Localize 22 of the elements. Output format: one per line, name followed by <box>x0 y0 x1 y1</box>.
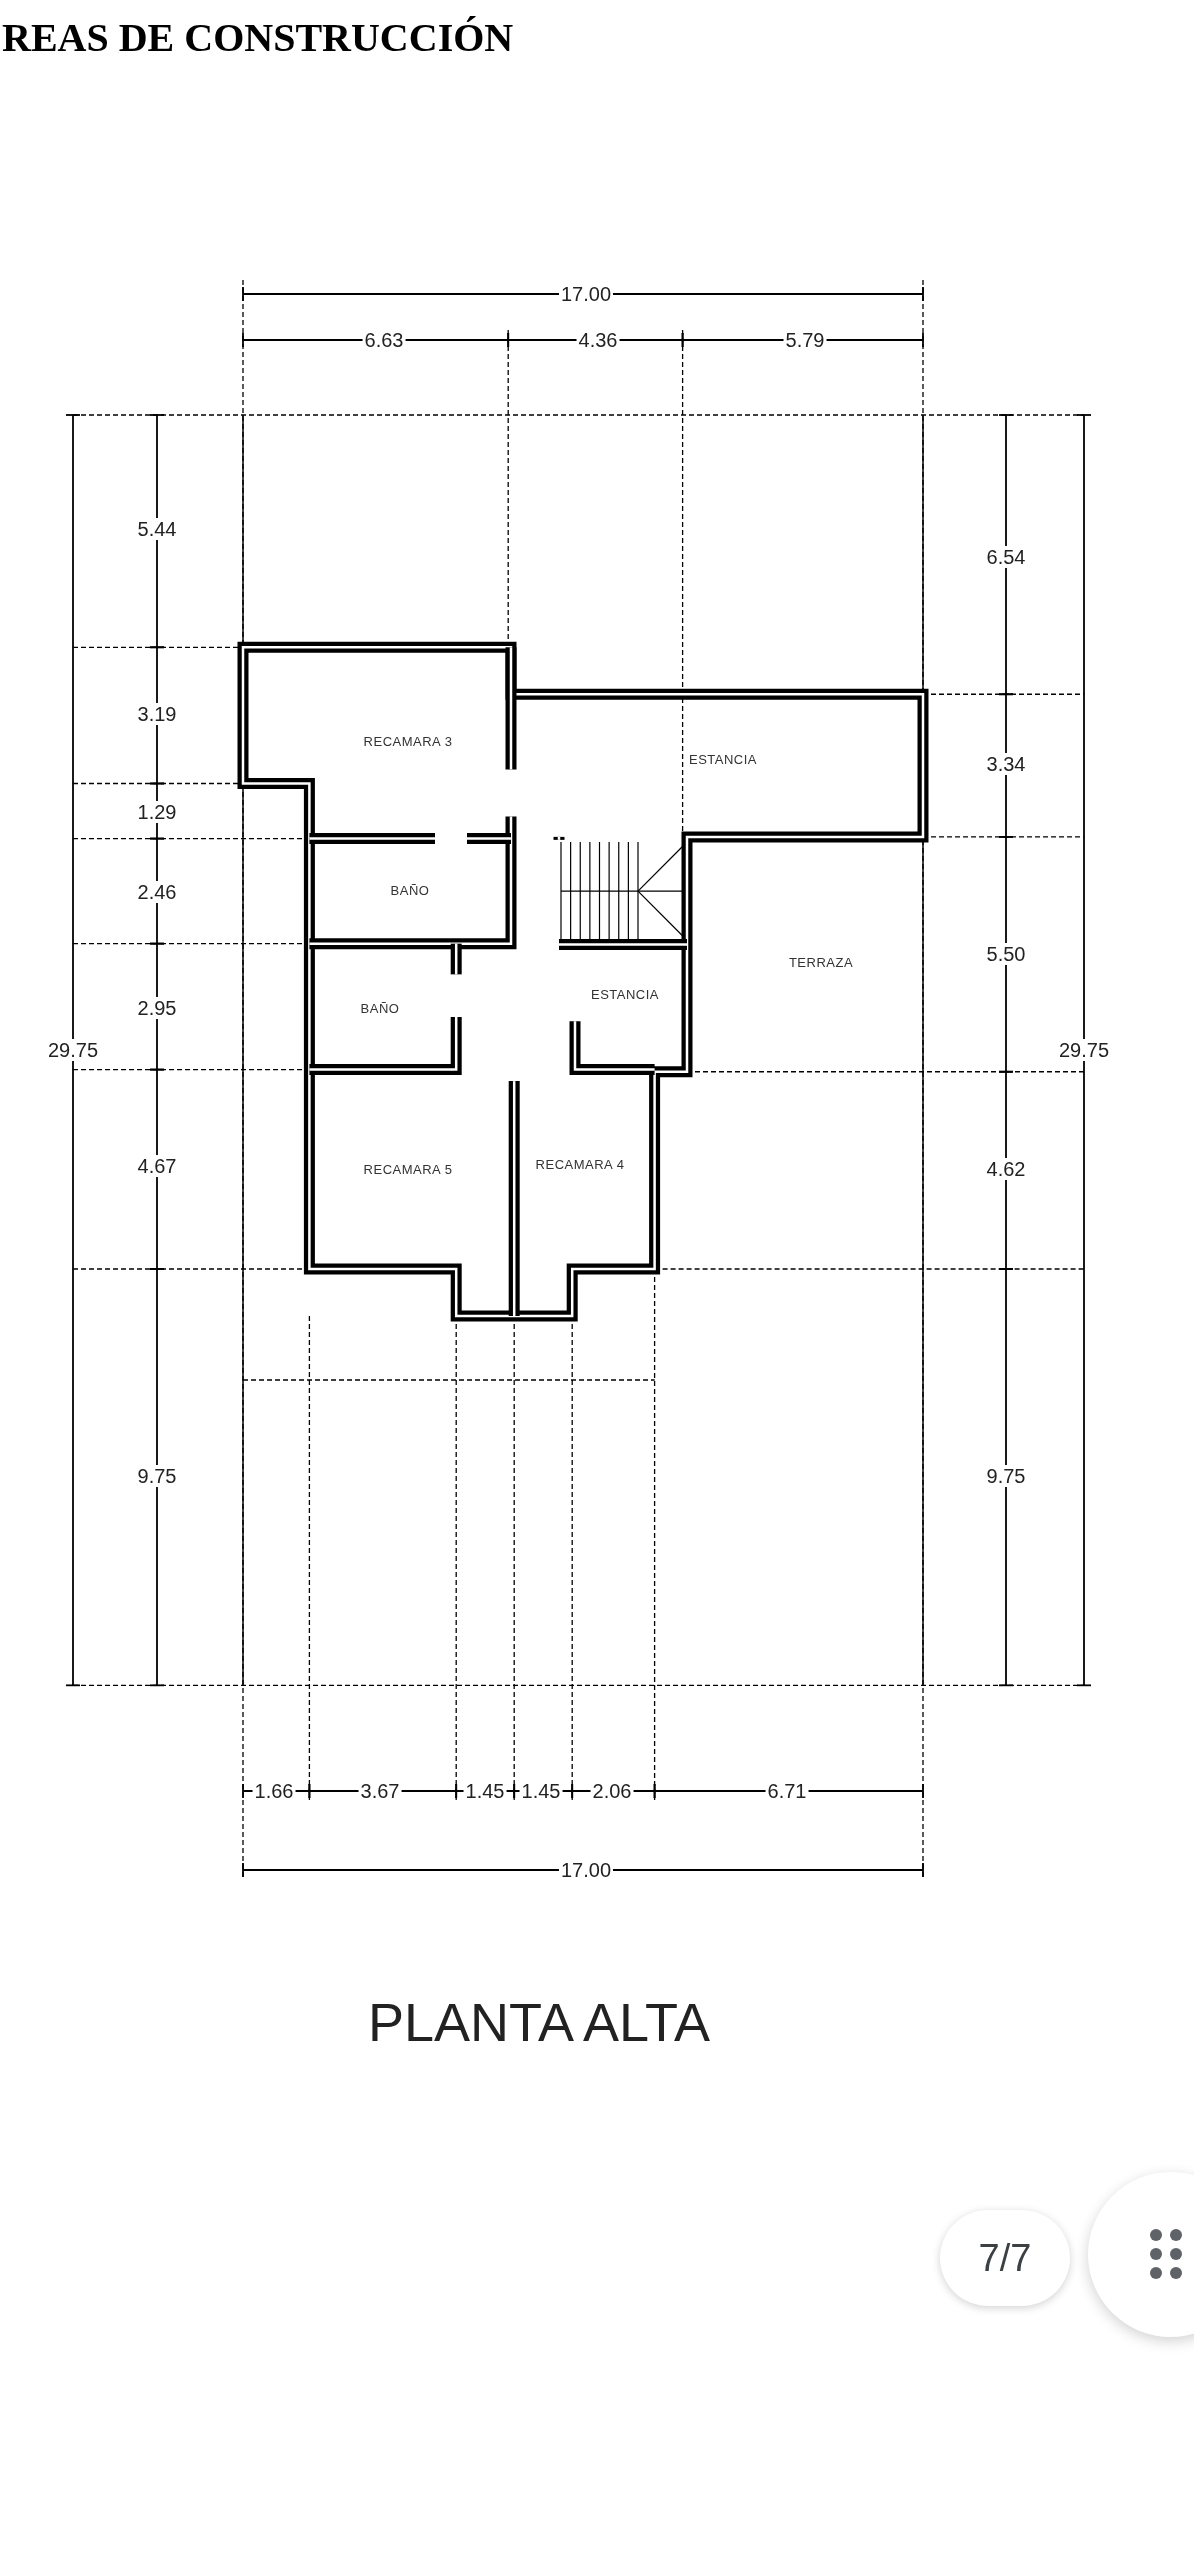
page-title: REAS DE CONSTRUCCIÓN <box>2 14 514 61</box>
room-label: RECAMARA 4 <box>535 1156 625 1172</box>
dimension-label: 4.67 <box>135 1155 179 1177</box>
plan-caption: PLANTA ALTA <box>367 1991 711 2053</box>
dimension-label: 3.34 <box>984 753 1028 775</box>
room-label: BAÑO <box>390 882 430 898</box>
dimension-label: 5.50 <box>984 943 1028 965</box>
dimension-label: 5.44 <box>135 518 179 540</box>
room-label: RECAMARA 5 <box>363 1161 453 1177</box>
room-label: BAÑO <box>360 1000 400 1016</box>
dimension-label: 3.19 <box>135 703 179 725</box>
room-label: ESTANCIA <box>688 751 758 767</box>
room-label: ESTANCIA <box>590 986 660 1002</box>
dimension-label: 6.54 <box>984 546 1028 568</box>
dimension-label: 2.46 <box>135 881 179 903</box>
dimension-label: 4.62 <box>984 1158 1028 1180</box>
room-label: RECAMARA 3 <box>363 733 453 749</box>
dimension-label: 2.95 <box>135 997 179 1019</box>
dimension-label: 9.75 <box>984 1465 1028 1487</box>
room-label: TERRAZA <box>788 954 854 970</box>
page-counter: 7/7 <box>940 2210 1070 2306</box>
dimension-label: 9.75 <box>135 1465 179 1487</box>
